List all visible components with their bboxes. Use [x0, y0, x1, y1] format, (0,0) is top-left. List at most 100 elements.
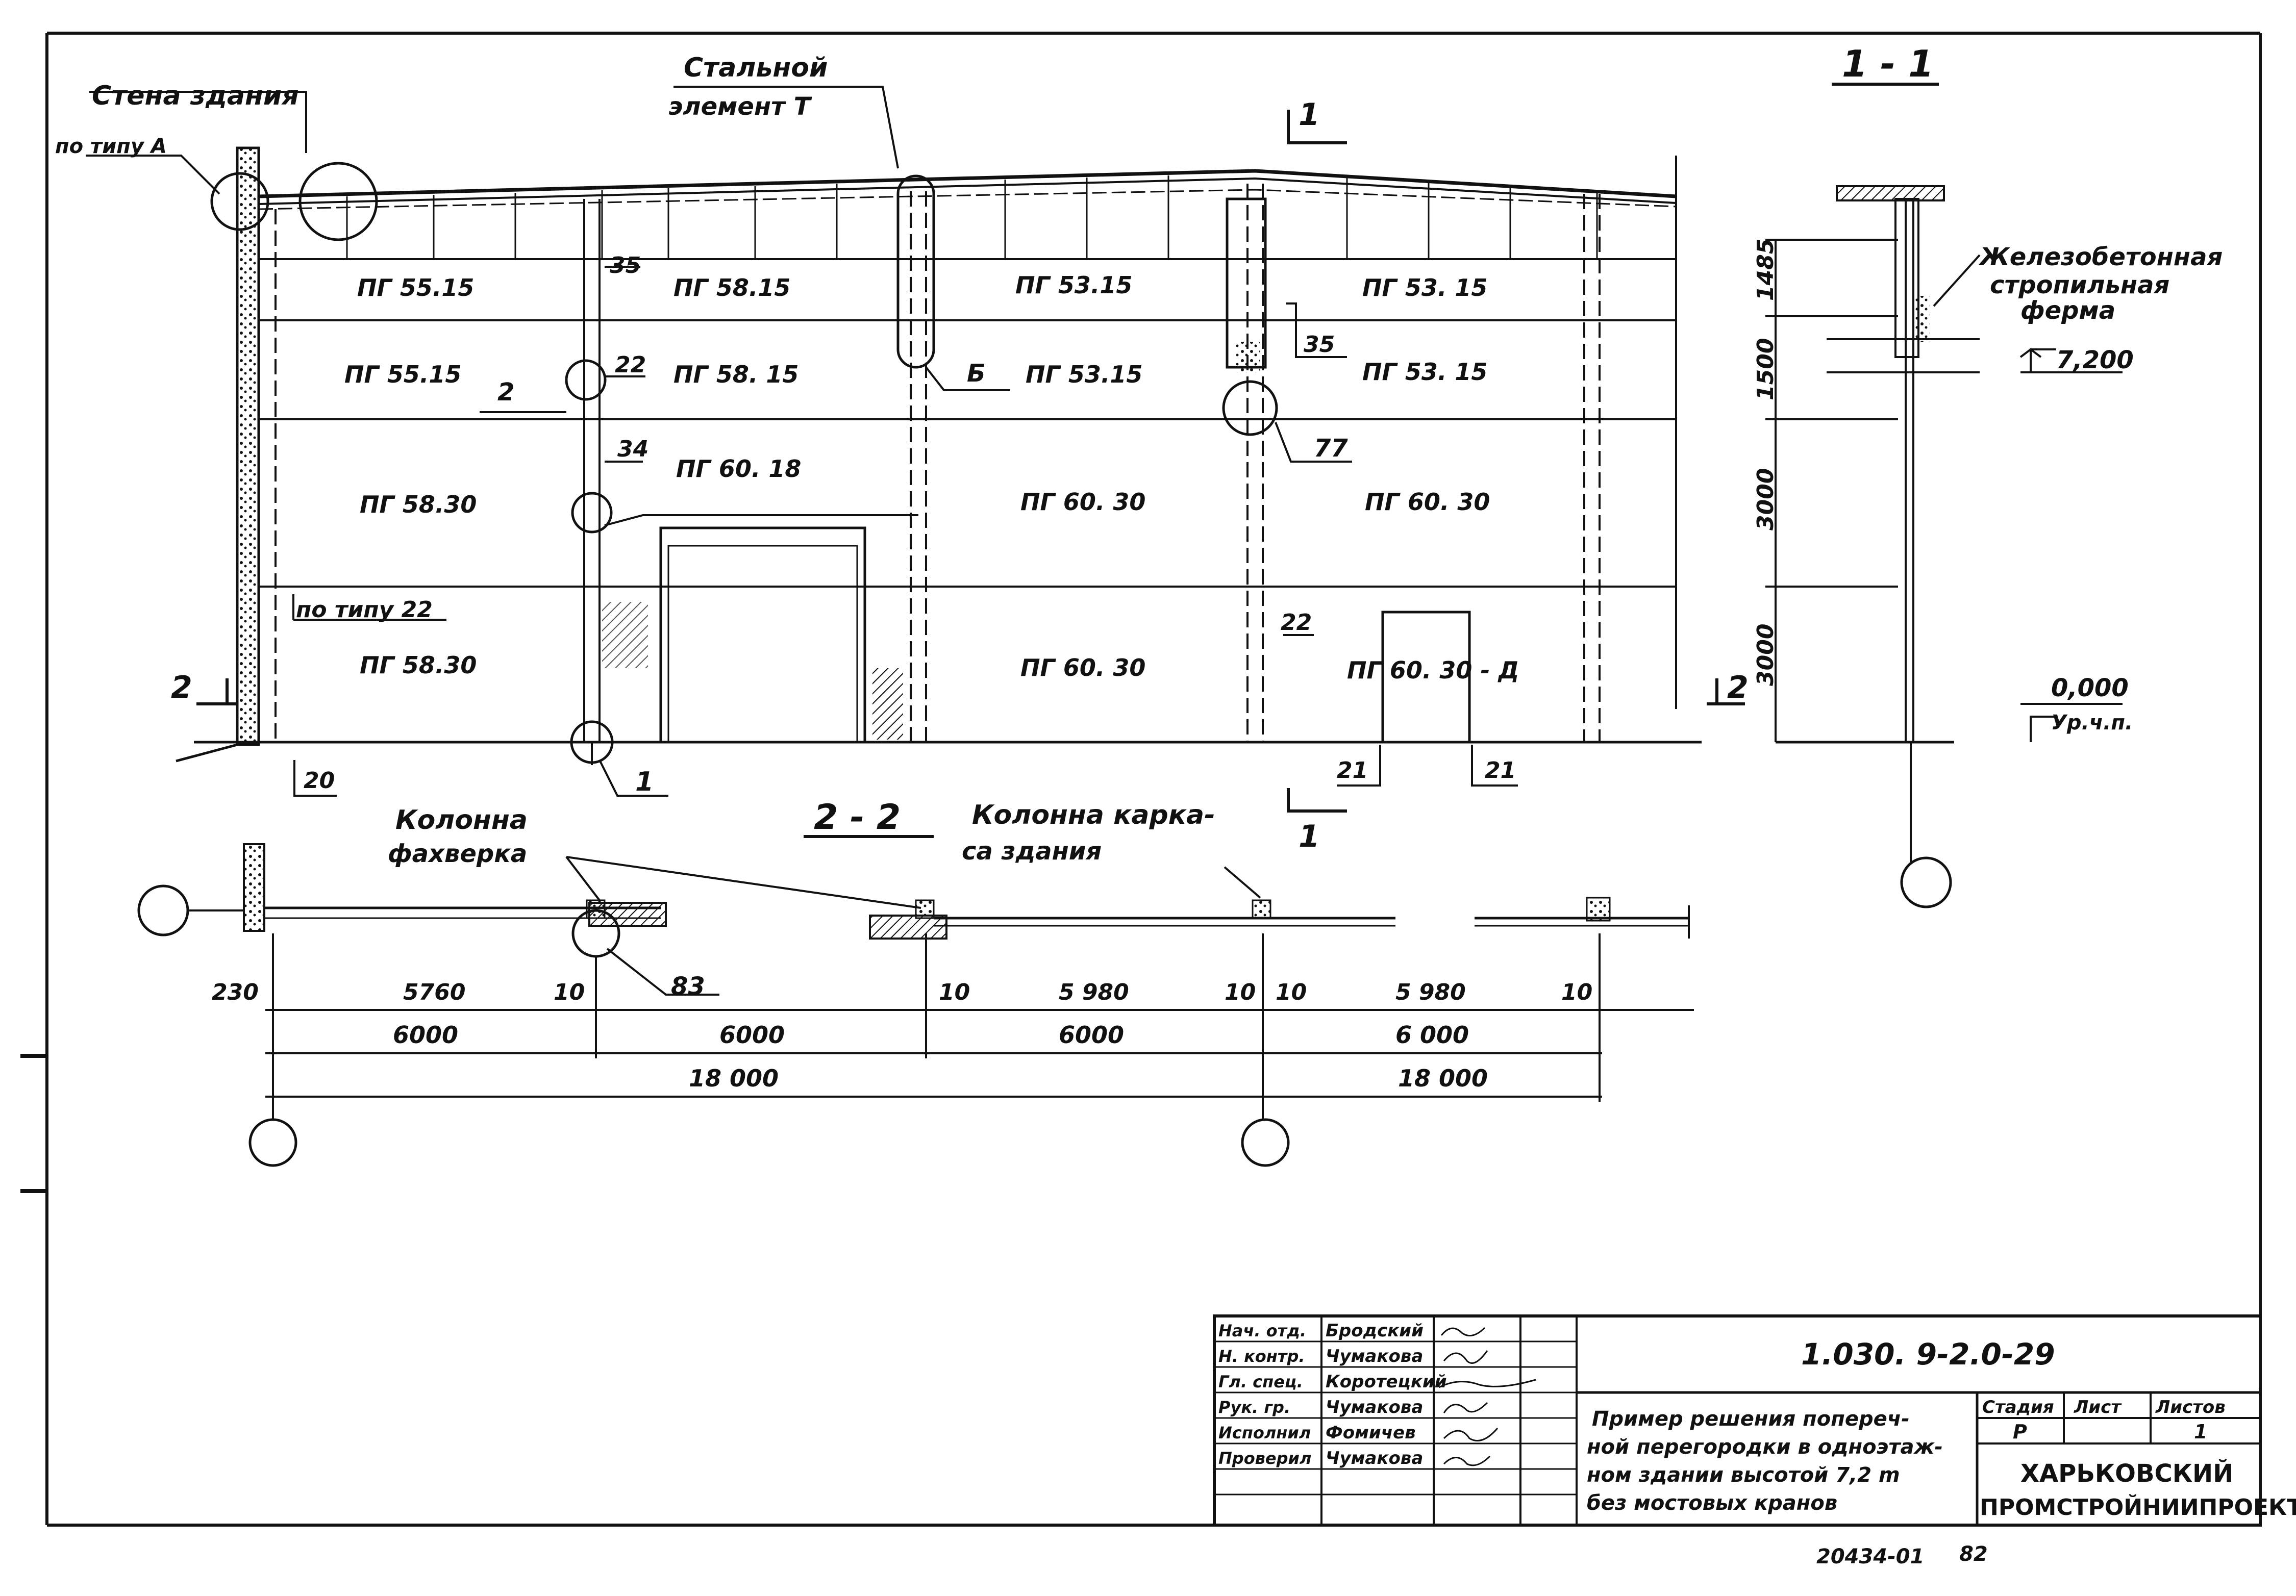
node-ref: 34: [617, 436, 648, 462]
description-line: ной перегородки в одноэтаж-: [1587, 1435, 1943, 1459]
wall-label: Стена здания: [92, 81, 299, 111]
tb-role: Проверил: [1218, 1449, 1311, 1468]
building-wall: [236, 146, 260, 746]
dimension: 5760: [403, 979, 465, 1005]
section-1-1-title: 1 - 1: [1842, 42, 1934, 85]
rc-truss-label-1: Железобетонная: [1978, 243, 2223, 271]
cut-mark-1-bottom: 1: [1299, 819, 1320, 854]
node-ref: Б: [967, 359, 986, 388]
section-height: 1485: [1753, 239, 1779, 301]
panel-label: ПГ 60. 30: [1020, 488, 1145, 516]
stage-header: Стадия: [1982, 1397, 2054, 1417]
col-frame-label-1: Колонна карка-: [972, 800, 1215, 830]
node-ref: 21: [1337, 757, 1368, 783]
tb-name: Чумакова: [1326, 1448, 1423, 1468]
dimension: 10: [939, 979, 970, 1005]
panel-label: ПГ 53. 15: [1362, 274, 1487, 301]
dimension: 5 980: [1395, 979, 1466, 1005]
node-refs: 35 22 2 34 Б 35 77 22 20 1 21 21 83: [304, 252, 1516, 1001]
tb-role: Гл. спец.: [1218, 1372, 1303, 1391]
col-frame-label-2: са здания: [962, 837, 1102, 866]
node-ref: 22: [1281, 610, 1312, 636]
panel-label: ПГ 60. 18: [676, 455, 801, 483]
dimension: 6000: [393, 1021, 458, 1049]
page-number: 82: [1959, 1542, 1988, 1566]
dimension: 10: [1276, 979, 1307, 1005]
dimension: 18 000: [689, 1065, 779, 1092]
dimensions-row3: 18 000 18 000: [689, 1065, 1488, 1092]
title-block: [1213, 1314, 2262, 1527]
document-code: 1.030. 9-2.0-29: [1801, 1337, 2055, 1372]
sheets-header: Листов: [2155, 1397, 2226, 1417]
tb-name: Коротецкий: [1326, 1372, 1447, 1392]
node-ref: 35: [1304, 332, 1335, 358]
panel-label: ПГ 53. 15: [1362, 358, 1487, 386]
dimension: 5 980: [1059, 979, 1129, 1005]
panel-label: ПГ 58.30: [360, 491, 477, 518]
stage-value: Р: [2013, 1421, 2027, 1443]
rc-truss-label-3: ферма: [2020, 296, 2115, 325]
node-ref: 20: [304, 768, 335, 794]
node-ref: 2: [497, 378, 514, 407]
dimension: 6000: [719, 1021, 785, 1049]
cut-mark-2-right: 2: [1727, 670, 1749, 705]
cut-mark-1-top: 1: [1299, 97, 1320, 133]
section-height: 3000: [1753, 624, 1779, 686]
floor-level-label: Ур.ч.п.: [2051, 711, 2133, 734]
org-name-2: ПРОМСТРОЙНИИПРОЕКТ: [1980, 1493, 2296, 1521]
section-2-2: [137, 835, 1694, 1167]
dimensions-row1: 230 5760 10 10 5 980 10 10 5 980 10: [212, 979, 1592, 1005]
panel-label: ПГ 53.15: [1015, 271, 1132, 299]
org-name-1: ХАРЬКОВСКИЙ: [2020, 1459, 2233, 1488]
tb-role: Исполнил: [1218, 1423, 1311, 1442]
col-fach-label-1: Колонна: [395, 805, 528, 835]
dimension: 10: [1225, 979, 1256, 1005]
panel-label: ПГ 58.15: [673, 274, 790, 301]
node-ref: 77: [1314, 434, 1348, 463]
section-1-1: [1765, 83, 2123, 908]
tb-role: Нач. отд.: [1218, 1321, 1306, 1340]
sheets-value: 1: [2194, 1421, 2207, 1443]
tb-role: Н. контр.: [1218, 1347, 1305, 1366]
steel-element-label-1: Стальной: [684, 53, 828, 83]
node-ref: 35: [610, 252, 641, 278]
drawing-frame: [20, 32, 2262, 1527]
dimension: 10: [1561, 979, 1592, 1005]
panel-label: ПГ 55.15: [344, 361, 461, 388]
node-ref: 83: [671, 972, 705, 1001]
tb-role: Рук. гр.: [1218, 1398, 1290, 1417]
tb-name: Бродский: [1326, 1321, 1424, 1341]
panel-label: ПГ 55.15: [357, 274, 474, 301]
partition-elevation: [86, 86, 1745, 813]
col-fach-label-2: фахверка: [388, 840, 527, 868]
dimension: 6 000: [1395, 1021, 1469, 1049]
dimensions-row2: 6000 6000 6000 6 000: [393, 1021, 1469, 1049]
rc-truss-label-2: стропильная: [1990, 271, 2169, 299]
node-ref: 22: [615, 352, 646, 378]
section-height: 1500: [1753, 338, 1779, 400]
steel-element-label-2: элемент Т: [668, 92, 812, 121]
level-000-label: 0,000: [2051, 674, 2129, 702]
tb-name: Чумакова: [1326, 1397, 1423, 1417]
description-line: без мостовых кранов: [1587, 1491, 1837, 1515]
tb-name: Чумакова: [1326, 1346, 1423, 1366]
wall-type-label: по типу А: [55, 135, 167, 158]
dimension: 6000: [1059, 1021, 1124, 1049]
dimension: 10: [554, 979, 585, 1005]
by-type-22-label: по типу 22: [296, 597, 433, 623]
panel-label: ПГ 58. 15: [673, 361, 798, 388]
panel-label: ПГ 53.15: [1026, 361, 1142, 388]
section-height: 3000: [1753, 468, 1779, 530]
dimension: 230: [212, 979, 259, 1005]
node-ref: 21: [1485, 757, 1516, 783]
sheet-header: Лист: [2074, 1397, 2122, 1417]
archive-number: 20434-01: [1816, 1545, 1924, 1568]
panel-labels: ПГ 55.15 ПГ 58.15 ПГ 53.15 ПГ 53. 15 ПГ …: [344, 271, 1519, 684]
section-2-2-title: 2 - 2: [814, 797, 901, 838]
panel-label: ПГ 58.30: [360, 651, 477, 679]
description-line: Пример решения попереч-: [1592, 1407, 1910, 1431]
panel-label: ПГ 60. 30 - Д: [1347, 656, 1519, 684]
panel-label: ПГ 60. 30: [1365, 488, 1490, 516]
tb-name: Фомичев: [1326, 1423, 1416, 1443]
panel-label: ПГ 60. 30: [1020, 654, 1145, 681]
